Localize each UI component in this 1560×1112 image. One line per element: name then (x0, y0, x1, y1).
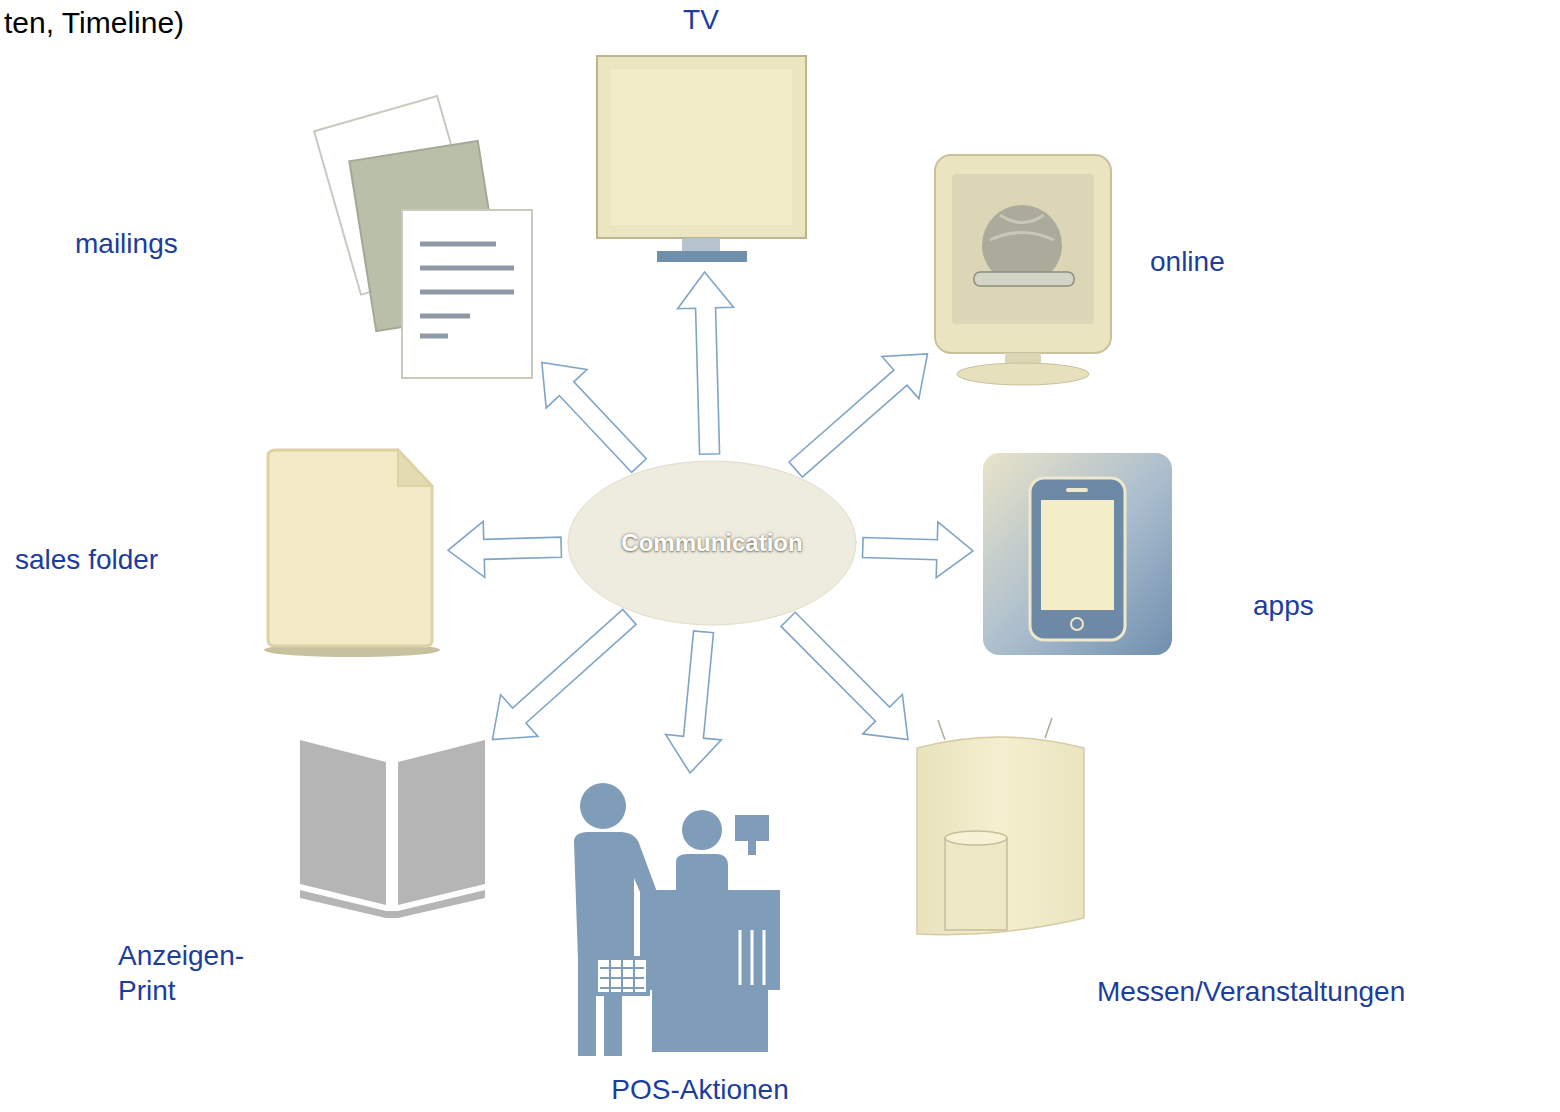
mailings-icon (314, 96, 532, 378)
heading-fragment: ten, Timeline) (4, 6, 184, 40)
channel-node: online (935, 155, 1111, 385)
channel-node: sales folder (266, 448, 438, 658)
app-icon (983, 453, 1172, 655)
hub-label: Communication (621, 529, 802, 557)
hollow-arrow (448, 521, 561, 577)
channel-label: online (1150, 244, 1225, 279)
pos-icon (574, 783, 780, 1056)
channel-label: mailings (75, 226, 178, 261)
channel-node: apps (983, 453, 1172, 655)
fair-stand-icon (917, 718, 1084, 935)
channel-label: POS-Aktionen (611, 1072, 788, 1107)
tv-icon (597, 56, 806, 262)
sales-folder-icon (264, 450, 440, 657)
channel-label: TV (683, 2, 719, 37)
channel-node: Anzeigen- Print (300, 740, 485, 918)
channel-label: Messen/Veranstaltungen (1097, 974, 1405, 1009)
hollow-arrow (542, 363, 646, 473)
hollow-arrow (781, 612, 908, 739)
hollow-arrow (492, 609, 636, 739)
hollow-arrow (678, 272, 734, 454)
hollow-arrow (862, 522, 973, 578)
hub-ellipse: Communication (567, 460, 857, 626)
channel-label: Anzeigen- Print (118, 938, 308, 1008)
channel-node: TV (597, 56, 806, 262)
hollow-arrow (666, 631, 722, 773)
channel-label: apps (1253, 588, 1314, 623)
channel-node: POS-Aktionen (572, 783, 780, 1058)
channel-node: Messen/Veranstaltungen (915, 726, 1085, 938)
hub-shape (568, 461, 856, 625)
online-icon (935, 155, 1111, 385)
print-icon (300, 740, 485, 918)
channel-label: sales folder (15, 542, 158, 577)
channel-node: mailings (313, 95, 535, 380)
hollow-arrow (789, 354, 927, 477)
